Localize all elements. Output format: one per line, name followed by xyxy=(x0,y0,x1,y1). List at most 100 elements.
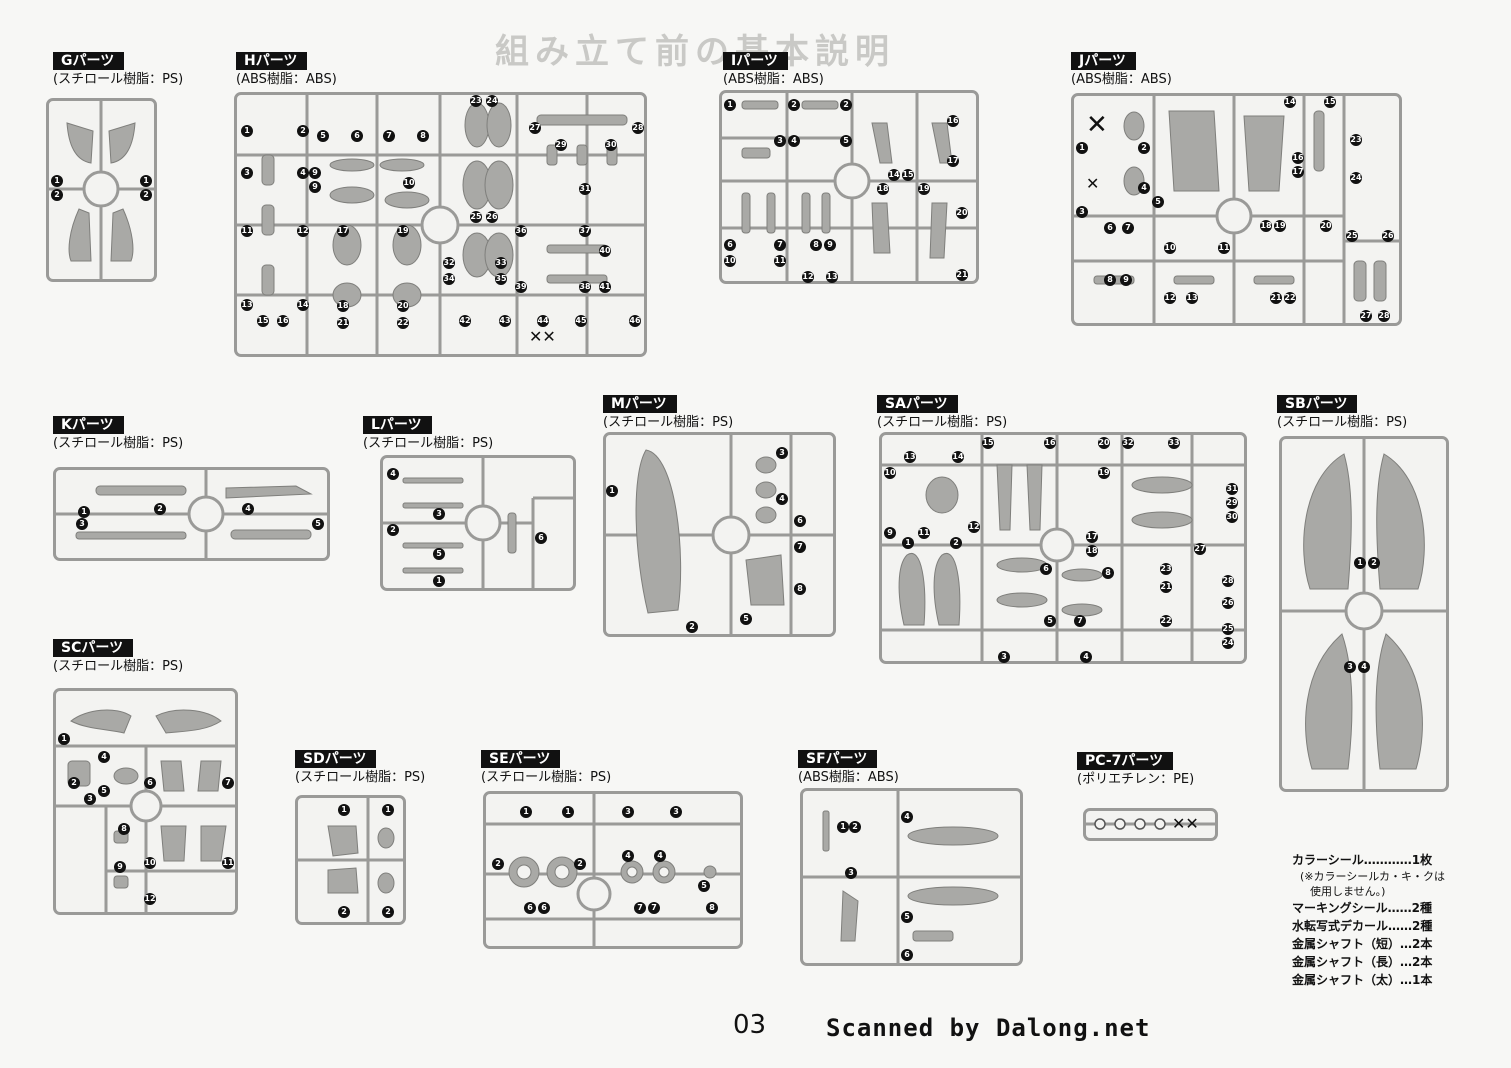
part-number-badge: 13 xyxy=(826,271,838,283)
part-number-badge: 9 xyxy=(1120,274,1132,286)
part-number-badge: 15 xyxy=(902,169,914,181)
part-number-badge: 7 xyxy=(634,902,646,914)
pc7-parts-material: (ポリエチレン：PE) xyxy=(1077,772,1195,787)
part-number-badge: 13 xyxy=(904,451,916,463)
part-number-badge: 23 xyxy=(470,95,482,107)
part-number-badge: 23 xyxy=(1350,134,1362,146)
part-number-badge: 1 xyxy=(140,175,152,187)
part-number-badge: 2 xyxy=(788,99,800,111)
shaft-short-count: 金属シャフト（短）…2本 xyxy=(1292,937,1433,951)
water-decal-count: 水転写式デカール……2種 xyxy=(1292,919,1433,933)
x-mark-unused: ✕ xyxy=(1086,174,1100,193)
se-parts-runner: 1 1 2 2 3 3 4 4 5 6 6 7 7 8 xyxy=(483,791,743,949)
part-number-badge: 6 xyxy=(1040,563,1052,575)
part-number-badge: 3 xyxy=(776,447,788,459)
part-number-badge: 19 xyxy=(397,225,409,237)
part-number-badge: 21 xyxy=(956,269,968,281)
g-parts-label: Gパーツ xyxy=(53,52,125,70)
part-number-badge: 4 xyxy=(1080,651,1092,663)
part-number-badge: 30 xyxy=(605,139,617,151)
m-parts-runner: 1 2 3 4 5 6 7 8 xyxy=(603,432,836,637)
part-number-badge: 10 xyxy=(403,177,415,189)
part-number-badge: 4 xyxy=(242,503,254,515)
part-number-badge: 33 xyxy=(1168,437,1180,449)
g-parts-section: Gパーツ (スチロール樹脂：PS) xyxy=(53,50,183,88)
m-parts-label: Mパーツ xyxy=(603,395,677,413)
part-number-badge: 22 xyxy=(1160,615,1172,627)
part-number-badge: 19 xyxy=(918,183,930,195)
marking-seal-count: マーキングシール……2種 xyxy=(1292,901,1432,915)
k-parts-section: Kパーツ (スチロール樹脂：PS) xyxy=(53,414,183,452)
part-number-badge: 27 xyxy=(1360,310,1372,322)
part-number-badge: 3 xyxy=(1076,206,1088,218)
sf-parts-material: (ABS樹脂：ABS) xyxy=(798,770,899,785)
part-number-badge: 5 xyxy=(1152,196,1164,208)
part-number-badge: 20 xyxy=(397,300,409,312)
i-parts-material: (ABS樹脂：ABS) xyxy=(723,72,824,87)
part-number-badge: 2 xyxy=(297,125,309,137)
part-number-badge: 41 xyxy=(599,281,611,293)
part-number-badge: 27 xyxy=(1194,543,1206,555)
pc7-parts-runner: ✕✕ xyxy=(1083,808,1218,841)
part-number-badge: 5 xyxy=(1044,615,1056,627)
h-parts-runner: 1 2 3 4 5 6 7 8 9 9 10 11 12 13 14 15 16… xyxy=(234,92,647,357)
part-number-badge: 28 xyxy=(1378,310,1390,322)
part-number-badge: 17 xyxy=(947,155,959,167)
part-number-badge: 3 xyxy=(1344,661,1356,673)
sd-parts-section: SDパーツ (スチロール樹脂：PS) xyxy=(295,748,425,786)
part-number-badge: 17 xyxy=(1086,531,1098,543)
part-number-badge: 1 xyxy=(520,806,532,818)
part-number-badge: 16 xyxy=(1044,437,1056,449)
part-number-badge: 7 xyxy=(1074,615,1086,627)
part-number-badge: 4 xyxy=(622,850,634,862)
part-number-badge: 43 xyxy=(499,315,511,327)
part-number-badge: 10 xyxy=(144,857,156,869)
part-number-badge: 16 xyxy=(277,315,289,327)
sb-parts-label: SBパーツ xyxy=(1277,395,1358,413)
part-number-badge: 1 xyxy=(1076,142,1088,154)
part-number-badge: 19 xyxy=(1274,220,1286,232)
part-number-badge: 8 xyxy=(794,583,806,595)
part-number-badge: 24 xyxy=(1222,637,1234,649)
part-number-badge: 9 xyxy=(309,181,321,193)
part-number-badge: 1 xyxy=(51,175,63,187)
k-parts-runner: 1 2 3 4 5 xyxy=(53,467,330,561)
part-number-badge: 9 xyxy=(884,527,896,539)
part-number-badge: 21 xyxy=(337,317,349,329)
part-number-badge: 11 xyxy=(774,255,786,267)
part-number-badge: 11 xyxy=(241,225,253,237)
part-number-badge: 5 xyxy=(901,911,913,923)
part-number-badge: 5 xyxy=(740,613,752,625)
sa-parts-runner: 1 2 3 4 5 6 7 8 9 10 11 12 13 14 15 16 1… xyxy=(879,432,1247,664)
sa-parts-section: SAパーツ (スチロール樹脂：PS) xyxy=(877,393,1007,431)
part-number-badge: 16 xyxy=(947,115,959,127)
part-number-badge: 12 xyxy=(1164,292,1176,304)
sc-parts-material: (スチロール樹脂：PS) xyxy=(53,659,184,674)
part-number-badge: 4 xyxy=(776,493,788,505)
j-parts-section: Jパーツ (ABS樹脂：ABS) xyxy=(1071,50,1172,88)
part-number-badge: 14 xyxy=(952,451,964,463)
part-number-badge: 6 xyxy=(524,902,536,914)
part-number-badge: 31 xyxy=(1226,483,1238,495)
part-number-badge: 3 xyxy=(622,806,634,818)
part-number-badge: 5 xyxy=(98,785,110,797)
i-parts-runner: 1 2 2 3 4 5 6 7 8 9 10 11 12 13 14 15 16… xyxy=(719,90,979,284)
part-number-badge: 38 xyxy=(579,281,591,293)
part-number-badge: 2 xyxy=(574,858,586,870)
part-number-badge: 2 xyxy=(849,821,861,833)
scan-credit: Scanned by Dalong.net xyxy=(826,1014,1151,1042)
part-number-badge: 36 xyxy=(515,225,527,237)
page-number: 03 xyxy=(733,1010,767,1040)
part-number-badge: 46 xyxy=(629,315,641,327)
part-number-badge: 1 xyxy=(606,485,618,497)
part-number-badge: 14 xyxy=(1284,96,1296,108)
sf-parts-section: SFパーツ (ABS樹脂：ABS) xyxy=(798,748,899,786)
part-number-badge: 22 xyxy=(1284,292,1296,304)
part-number-badge: 2 xyxy=(1138,142,1150,154)
m-parts-section: Mパーツ (スチロール樹脂：PS) xyxy=(603,393,733,431)
pc7-parts-label: PC-7パーツ xyxy=(1077,752,1174,770)
sb-parts-material: (スチロール樹脂：PS) xyxy=(1277,415,1408,430)
sd-parts-material: (スチロール樹脂：PS) xyxy=(295,770,426,785)
part-number-badge: 15 xyxy=(1324,96,1336,108)
part-number-badge: 2 xyxy=(140,189,152,201)
